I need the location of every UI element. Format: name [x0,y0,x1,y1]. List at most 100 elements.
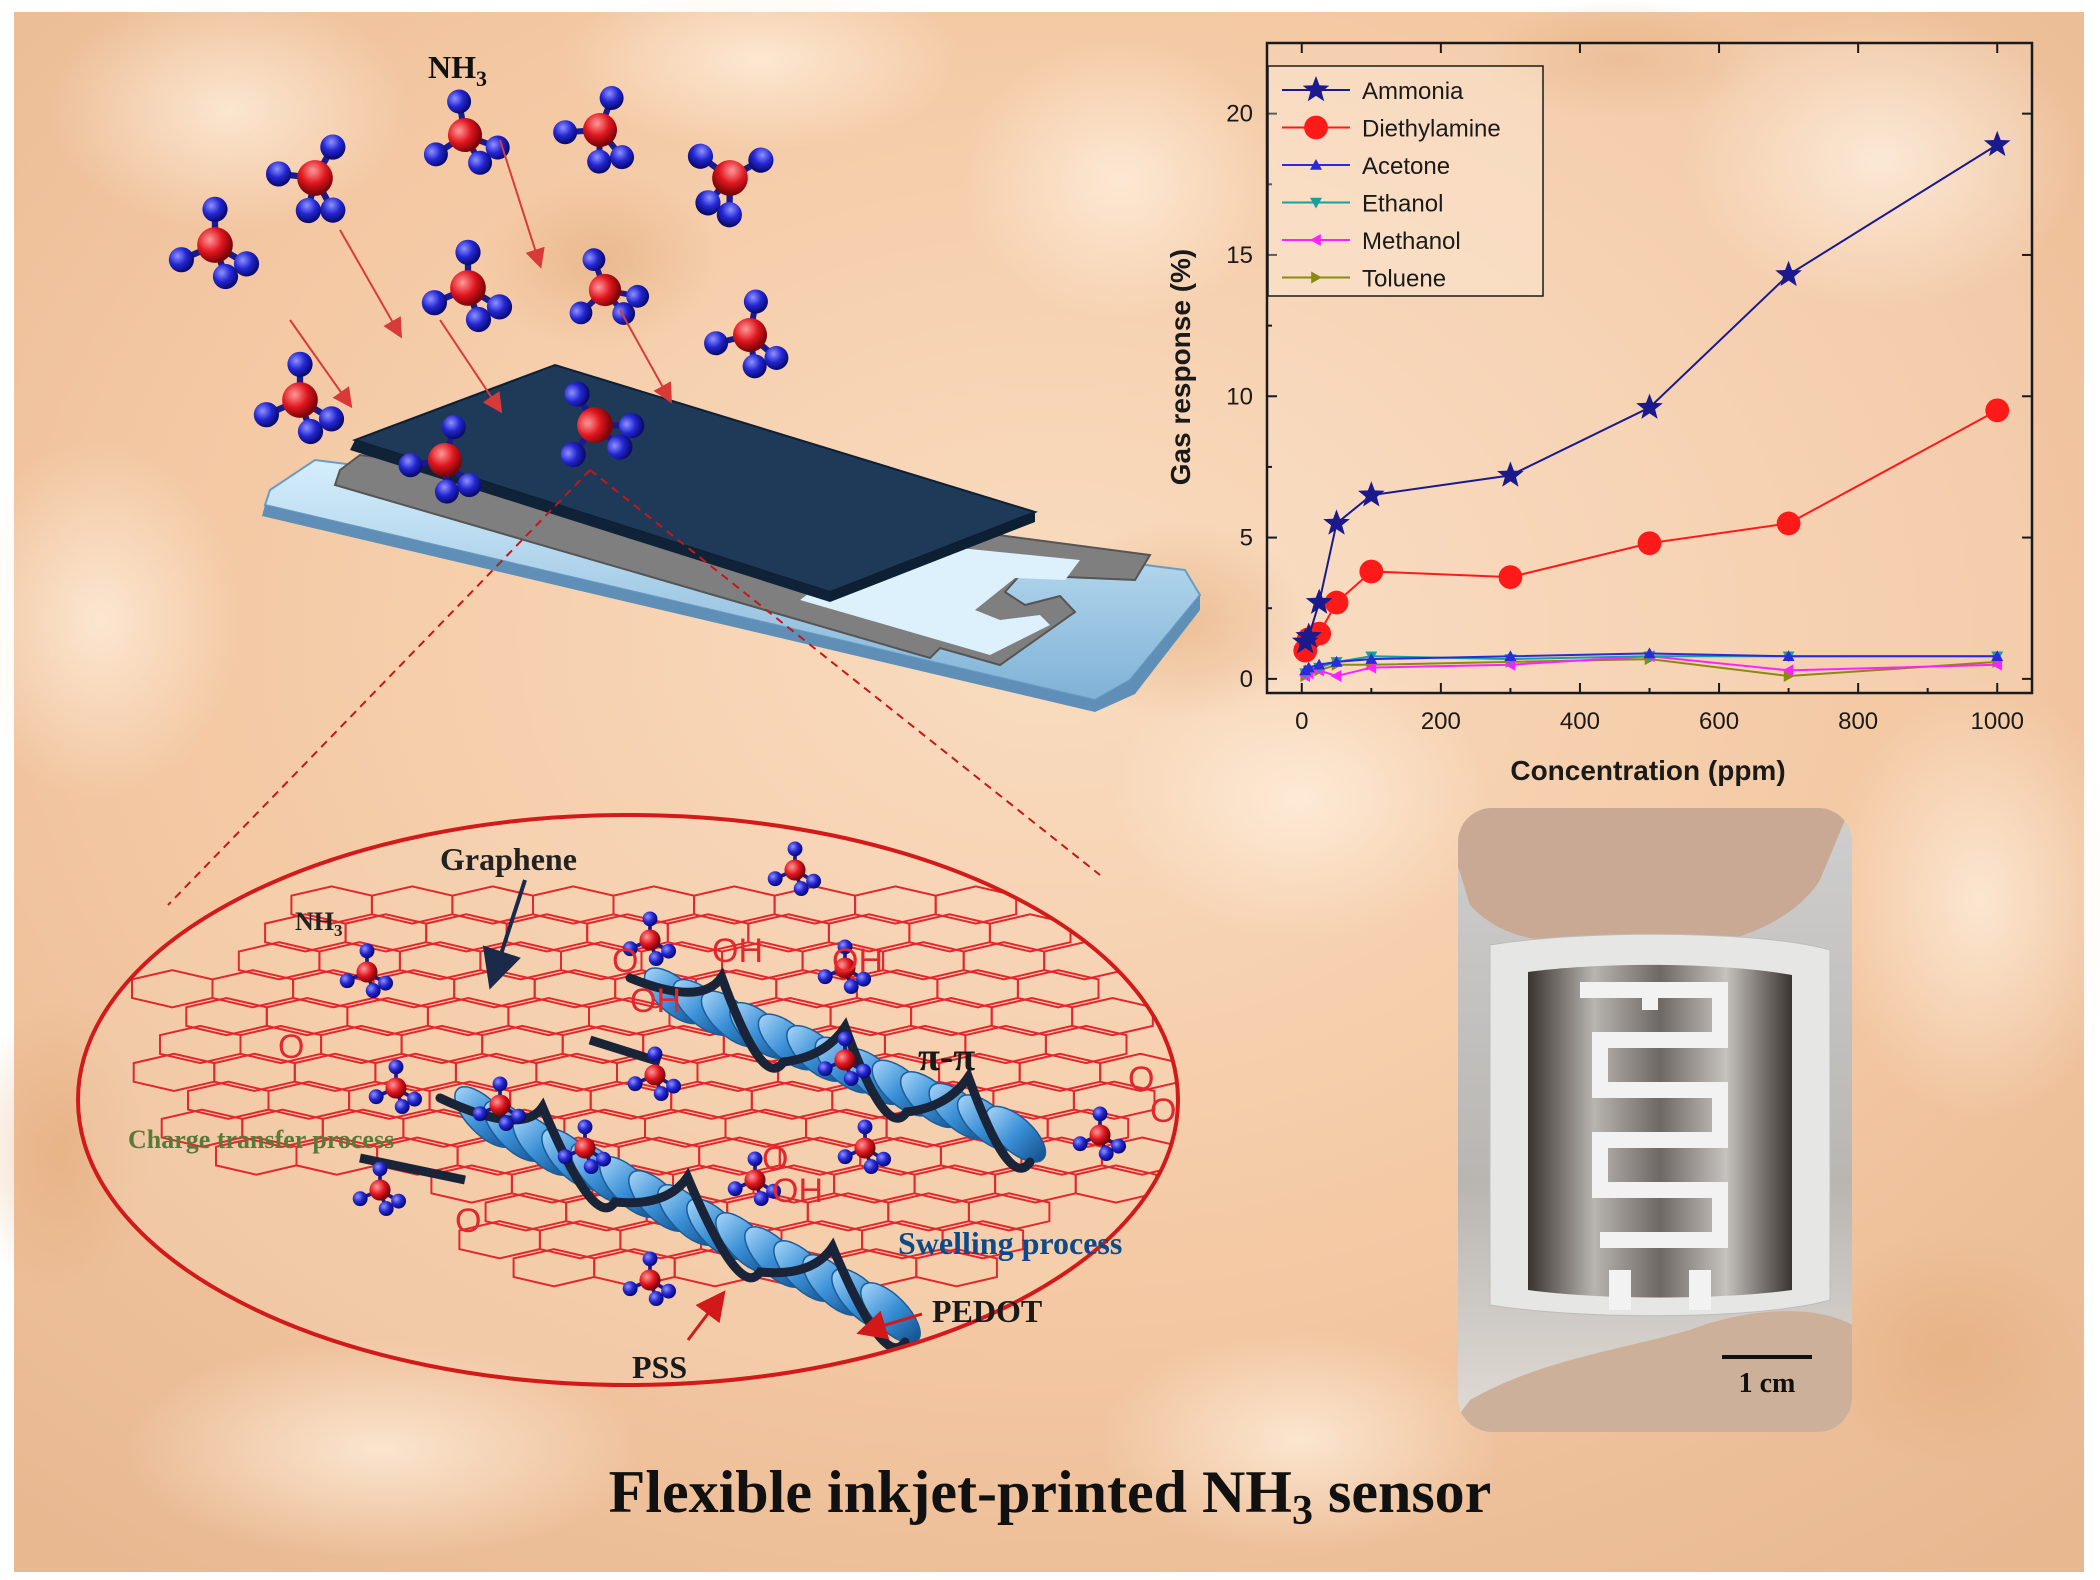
x-tick-label: 1000 [1971,708,2024,735]
data-point [1310,159,1322,170]
h-atom [648,951,664,967]
data-point [1324,590,1349,615]
diffusion-arrow [439,319,503,414]
nh3-molecule [265,134,346,224]
h-atom [837,1149,853,1165]
h-atom [295,197,321,224]
h-atom [583,1159,599,1175]
h-atom [661,943,677,959]
device-sensing-film-side [830,512,1035,602]
data-point [1782,664,1794,677]
diffusion-arrow [619,309,672,404]
n-atom [712,160,748,196]
h-atom [626,284,650,308]
nh3-molecule [253,351,345,445]
data-point [1330,670,1342,683]
data-point [1358,481,1385,507]
h-atom [365,983,381,999]
h-atom [661,1283,677,1299]
data-point [1991,650,2004,662]
h-atom [648,1291,664,1307]
h-atom [465,306,492,333]
h-atom [837,1031,853,1047]
h-atom [441,415,466,440]
data-point [1497,461,1524,487]
h-atom [233,251,260,277]
mechanism-inset: OH OH OH OH OH OH O O O O O O Graphene N… [76,813,1201,1387]
h-atom [1072,1136,1088,1152]
data-point [1302,76,1330,102]
graphene-ring [967,1192,1051,1232]
h-atom [557,1149,573,1165]
h-atom [627,1076,643,1092]
data-point [1313,658,1326,670]
h-atom [727,1181,743,1197]
data-point [1782,650,1795,662]
graphene-ring [1100,1136,1178,1176]
nh3-molecule [560,381,645,468]
graphene-ring [1074,1164,1158,1204]
graphene-arrow [482,879,527,990]
nh3-molecule [704,289,789,379]
legend-entry: Ammonia [1282,76,1464,105]
o-label: O [612,942,638,980]
h-atom [619,413,645,439]
n-atom [733,318,767,352]
inset-ammonia-molecules [339,841,1127,1307]
h-atom [486,294,513,320]
chart-legend: AmmoniaDiethylamineAcetoneEthanolMethano… [1267,65,1544,297]
n-atom [588,273,622,307]
n-atom [834,1049,856,1071]
n-atom [583,113,617,147]
ammonia-molecules [168,86,789,504]
h-atom [747,1151,763,1167]
data-point [1323,509,1350,535]
h-atom [666,1078,682,1094]
legend-entry: Ethanol [1282,191,1443,218]
series-ammonia [1291,130,2011,654]
nh3-molecule [767,841,822,897]
data-point [1365,661,1377,674]
legend-box [1267,65,1544,297]
pedot-bead [985,1105,1047,1163]
n-atom [639,929,661,951]
nh3-molecule [727,1151,782,1207]
y-tick-label: 20 [1226,101,1253,128]
pss-chain [359,1153,466,1185]
data-point [1310,234,1321,246]
nh3-molecule [817,1031,872,1087]
h-atom [434,479,459,504]
pss-chain [625,967,1035,1173]
h-atom [352,1191,368,1207]
h-atom [599,86,624,111]
zoom-guide-right [589,469,1101,876]
h-atom [856,971,872,987]
h-atom [168,247,194,273]
h-atom [468,150,493,175]
zoom-guide-left [167,469,591,906]
legend-label: Ammonia [1362,78,1464,105]
h-atom [610,145,635,170]
inset-nh3-label: NH3 [295,907,343,940]
n-atom [577,407,613,443]
legend-label: Toluene [1362,266,1446,293]
h-atom [766,1183,782,1199]
oh-label: OH [1150,1092,1201,1130]
data-point [1295,622,1322,648]
nh3-molecule [1072,1106,1127,1162]
h-atom [421,290,447,316]
h-atom [1111,1138,1127,1154]
h-atom [372,1161,388,1177]
x-tick-label: 400 [1560,708,1600,735]
h-atom [742,354,767,379]
nh3-molecule [168,196,260,290]
y-tick-label: 15 [1226,242,1253,269]
h-atom [748,147,774,173]
legend-label: Diethylamine [1362,116,1501,143]
pss-chain [435,1093,910,1353]
h-atom [596,1151,612,1167]
h-atom [642,1251,658,1267]
oh-label: OH [832,942,883,980]
